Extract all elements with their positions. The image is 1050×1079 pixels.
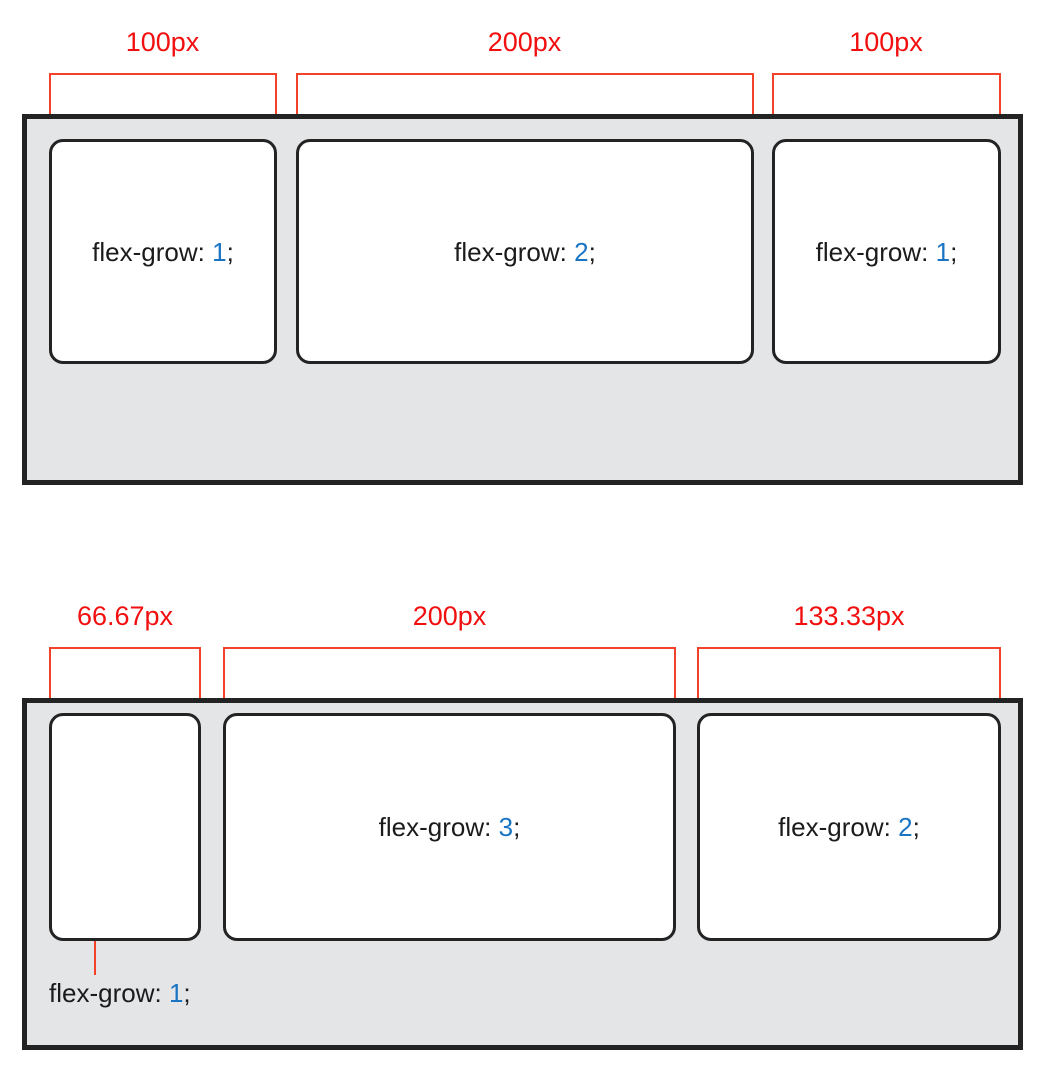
flex-grow-diagram-one: 100px 200px 100px flex-grow: 1; flex-gro… — [22, 27, 1023, 485]
flex-item-2-3: flex-grow: 2; — [697, 713, 1001, 941]
flex-item-label-1-1: flex-grow: 1; — [92, 236, 234, 267]
measure-label-1-1: 100px — [125, 27, 200, 57]
measure-label-1-2: 200px — [487, 27, 562, 57]
flex-item-1-2: flex-grow: 2; — [296, 139, 754, 364]
measure-label-1-3: 100px — [849, 27, 923, 57]
measure-label-2-2: 200px — [412, 601, 487, 631]
flex-item-label-1-3: flex-grow: 1; — [815, 236, 958, 267]
flex-item-1-3: flex-grow: 1; — [772, 139, 1001, 364]
flex-item-label-2-1: flex-grow: 1; — [49, 978, 191, 1008]
flex-item-2-1 — [49, 713, 201, 941]
flex-item-2-2: flex-grow: 3; — [223, 713, 676, 941]
measure-label-2-1: 66.67px — [76, 601, 174, 631]
flex-item-1-1: flex-grow: 1; — [49, 139, 277, 364]
callout-line-2-1 — [94, 941, 96, 975]
flex-grow-diagram-two: 66.67px 200px 133.33px flex-grow: 3; fle… — [0, 580, 1050, 1079]
measure-label-2-3: 133.33px — [793, 601, 905, 631]
flex-item-label-2-3: flex-grow: 2; — [778, 812, 920, 842]
flex-item-label-2-2: flex-grow: 3; — [378, 812, 521, 842]
flex-item-label-1-2: flex-grow: 2; — [454, 236, 596, 267]
